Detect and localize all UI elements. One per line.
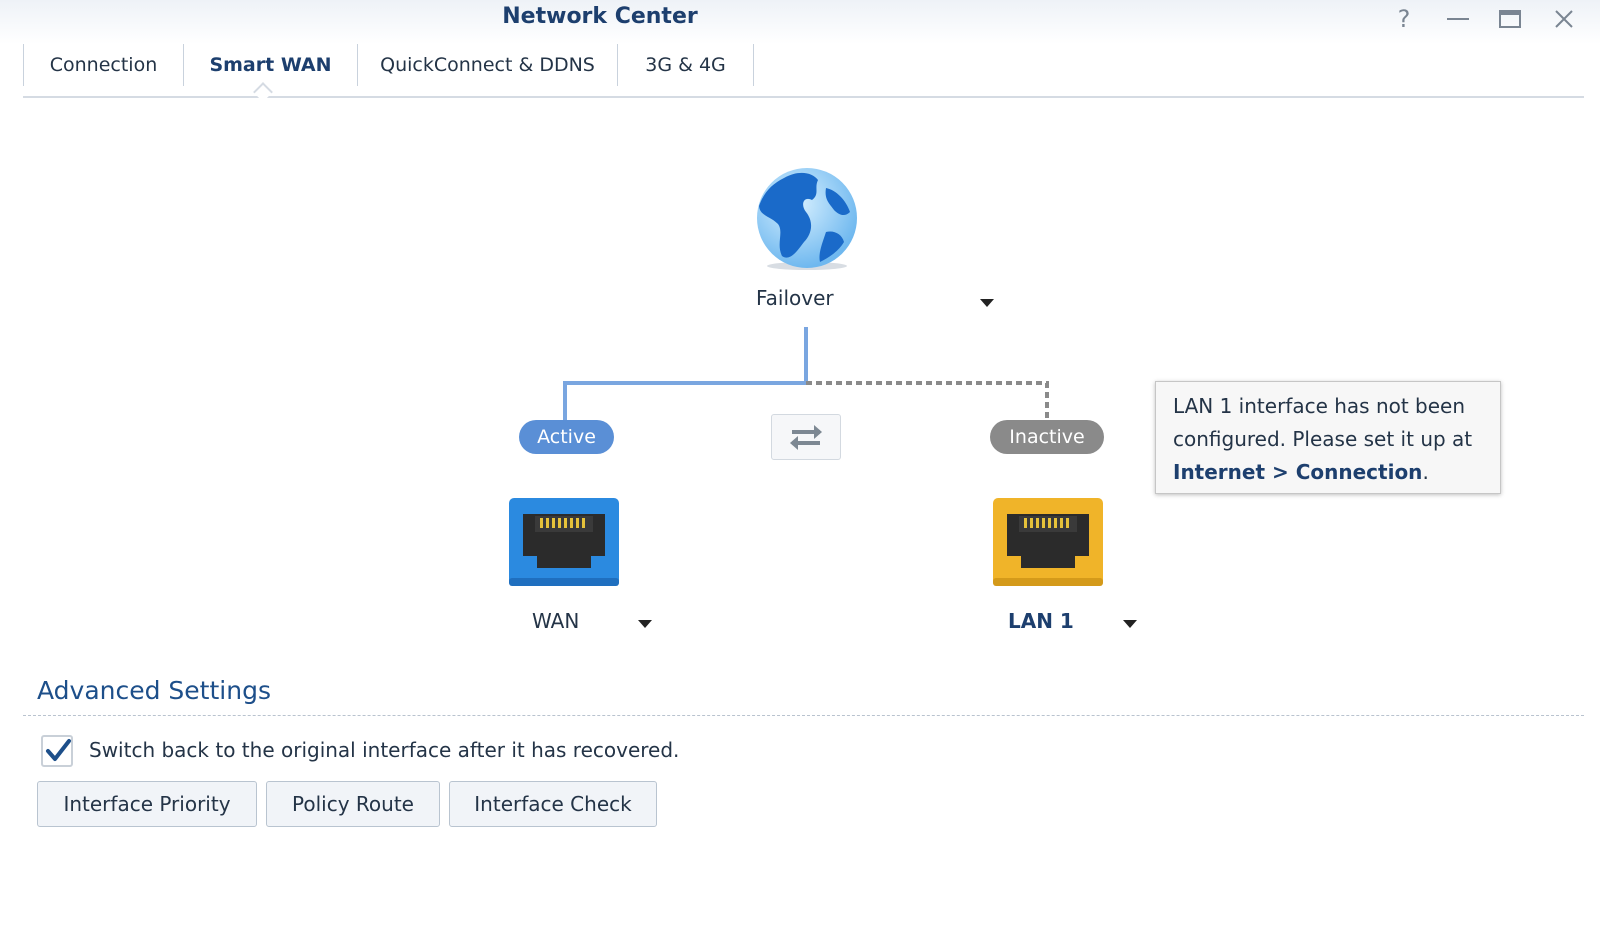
tab-3g-4g[interactable]: 3G & 4G bbox=[617, 44, 753, 86]
tab-bar: Connection Smart WAN QuickConnect & DDNS… bbox=[23, 44, 1584, 102]
tooltip-link[interactable]: Internet > Connection bbox=[1173, 460, 1423, 484]
interface-priority-button[interactable]: Interface Priority bbox=[37, 781, 257, 827]
advanced-settings-title: Advanced Settings bbox=[37, 676, 271, 705]
active-link-line bbox=[563, 327, 808, 420]
tab-divider bbox=[753, 44, 754, 86]
switch-back-label: Switch back to the original interface af… bbox=[89, 738, 680, 762]
section-divider bbox=[23, 715, 1584, 716]
tab-quickconnect-ddns[interactable]: QuickConnect & DDNS bbox=[357, 44, 617, 86]
minimize-icon[interactable] bbox=[1440, 4, 1476, 34]
switch-back-checkbox[interactable] bbox=[41, 735, 73, 767]
lan1-interface-label: LAN 1 bbox=[1008, 609, 1074, 633]
policy-route-button[interactable]: Policy Route bbox=[266, 781, 440, 827]
tooltip-text: LAN 1 interface has not been configured.… bbox=[1173, 394, 1473, 451]
window-title: Network Center bbox=[502, 4, 698, 29]
tab-connection[interactable]: Connection bbox=[23, 44, 183, 86]
lan-status-badge: Inactive bbox=[990, 420, 1104, 454]
close-icon[interactable] bbox=[1546, 4, 1582, 34]
swap-arrows-icon bbox=[790, 425, 822, 450]
tab-smart-wan[interactable]: Smart WAN bbox=[183, 44, 357, 86]
lan1-config-tooltip: LAN 1 interface has not been configured.… bbox=[1155, 381, 1501, 494]
wan-dropdown-icon[interactable] bbox=[638, 620, 652, 628]
title-bar: Network Center ? bbox=[0, 0, 1600, 44]
checkmark-icon bbox=[46, 739, 71, 761]
inactive-link-line bbox=[806, 381, 1049, 420]
globe-icon bbox=[757, 168, 857, 270]
ethernet-port-icon bbox=[509, 498, 619, 586]
swap-interfaces-button[interactable] bbox=[771, 414, 841, 460]
mode-dropdown-icon[interactable] bbox=[980, 299, 994, 307]
smart-wan-mode-label: Failover bbox=[756, 286, 834, 310]
wan-status-badge: Active bbox=[519, 420, 614, 454]
maximize-icon[interactable] bbox=[1492, 4, 1528, 34]
ethernet-port-icon bbox=[993, 498, 1103, 586]
help-icon[interactable]: ? bbox=[1397, 5, 1411, 33]
lan1-dropdown-icon[interactable] bbox=[1123, 620, 1137, 628]
tooltip-suffix: . bbox=[1422, 460, 1429, 484]
interface-check-button[interactable]: Interface Check bbox=[449, 781, 657, 827]
wan-interface-label: WAN bbox=[532, 609, 580, 633]
